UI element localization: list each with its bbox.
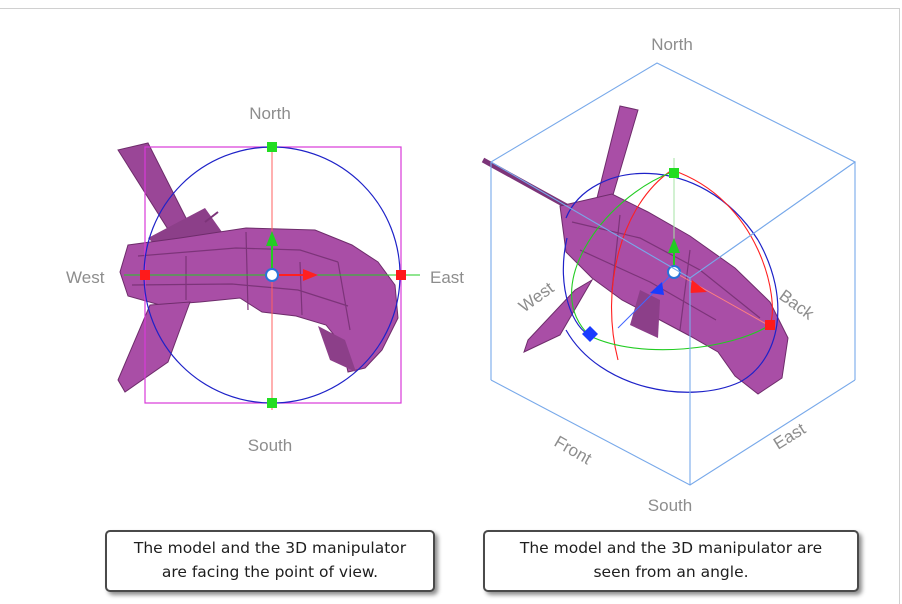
north-handle[interactable]: [267, 142, 277, 152]
spaceship-model-angled: [481, 105, 789, 395]
gimbal-ring-blue-bottom: [565, 239, 779, 393]
front-label-angled: Front: [551, 432, 595, 468]
figure-frame: [0, 8, 900, 604]
west-handle[interactable]: [140, 270, 150, 280]
caption-angled-line-2: seen from an angle.: [593, 563, 749, 581]
y-axis-arrow[interactable]: [266, 231, 278, 246]
west-label-angled: West: [515, 278, 557, 316]
gimbal-ring-red: [611, 169, 673, 361]
caption-angled-line-1: The model and the 3D manipulator are: [519, 539, 823, 557]
center-pivot-handle[interactable]: [265, 268, 279, 282]
west-handle-angled[interactable]: [582, 326, 598, 342]
east-label-angled: East: [770, 419, 809, 453]
bounding-cube-front-edges: [490, 62, 857, 486]
front-view-diagram: North South West East: [66, 104, 464, 455]
east-handle[interactable]: [396, 270, 406, 280]
z-axis-arrow-angled[interactable]: [650, 282, 664, 295]
caption-front-line-1: The model and the 3D manipulator: [133, 539, 407, 557]
back-label-angled: Back: [776, 286, 818, 324]
caption-front-line-2: are facing the point of view.: [161, 563, 379, 581]
south-label: South: [248, 436, 292, 455]
east-label: East: [430, 268, 464, 287]
x-axis-arrow[interactable]: [303, 269, 318, 281]
east-handle-angled[interactable]: [765, 320, 775, 330]
north-handle-angled[interactable]: [669, 168, 679, 178]
y-axis-arrow-angled[interactable]: [668, 238, 680, 253]
center-pivot-handle-angled[interactable]: [667, 265, 681, 279]
gimbal-ring-blue-top: [565, 172, 759, 241]
caption-angled-view: The model and the 3D manipulator are see…: [483, 530, 859, 592]
north-label: North: [249, 104, 291, 123]
angled-view-diagram: North South West Back Front East: [481, 35, 857, 515]
south-handle[interactable]: [267, 398, 277, 408]
x-axis-arrow-angled[interactable]: [690, 280, 707, 293]
south-label-angled: South: [648, 496, 692, 515]
spaceship-model-front: [117, 142, 399, 393]
gimbal-ring-green: [589, 324, 771, 351]
west-label: West: [66, 268, 105, 287]
caption-front-view: The model and the 3D manipulator are fac…: [105, 530, 435, 592]
north-label-angled: North: [651, 35, 693, 54]
